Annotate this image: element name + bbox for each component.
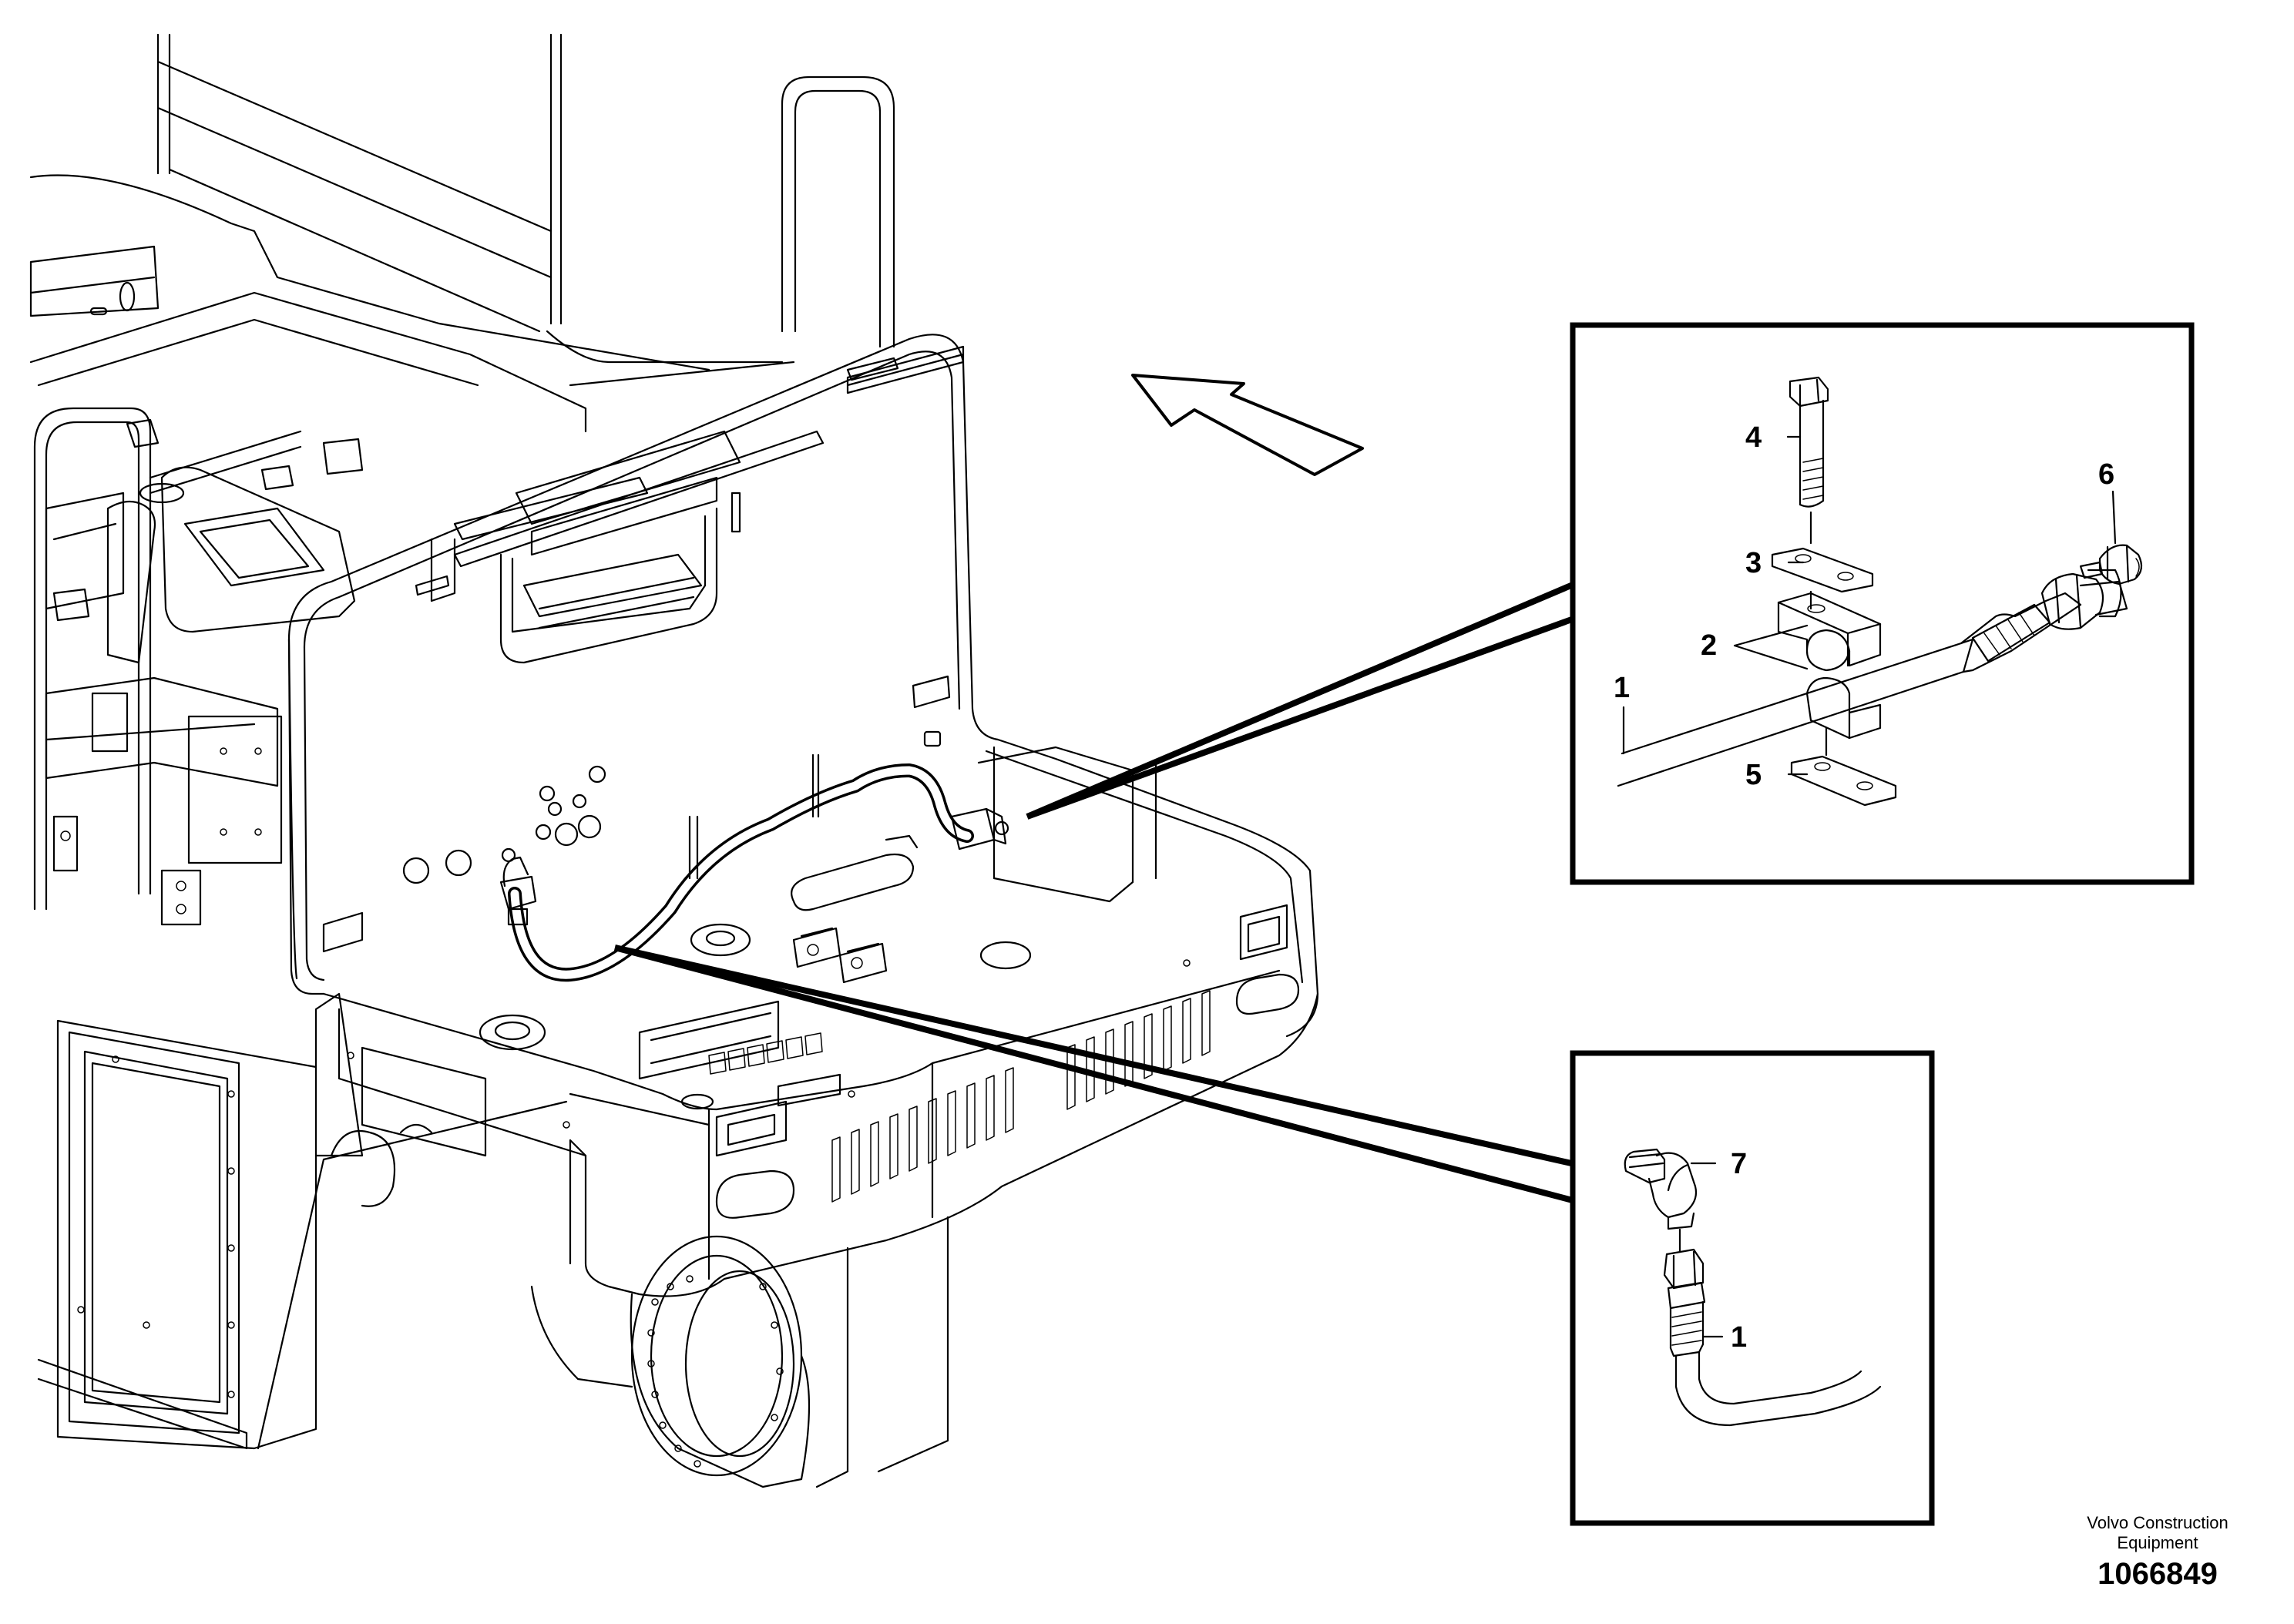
credit-line-1: Volvo Construction [2087, 1513, 2228, 1532]
machine-frame-illustration [29, 33, 965, 1450]
figure-credit: Volvo Construction Equipment 1066849 [2087, 1513, 2228, 1591]
detail-box-elbow-fitting: 7 1 [1570, 1050, 1935, 1526]
callout-label-1b: 1 [1731, 1321, 1747, 1354]
hose-installed-illustration [499, 753, 1009, 982]
figure-number: 1066849 [2098, 1557, 2218, 1591]
callout-label-4: 4 [1745, 421, 1762, 454]
callout-label-6: 6 [2098, 458, 2114, 491]
callout-label-2: 2 [1701, 629, 1717, 662]
callout-leaders [613, 579, 1580, 1205]
detail-box-clamp-assembly: 4 6 3 2 1 5 [1570, 322, 2195, 885]
credit-line-2: Equipment [2117, 1533, 2198, 1552]
callout-label-1: 1 [1614, 672, 1630, 704]
tank-panel-illustration [287, 334, 1319, 1488]
callout-label-5: 5 [1745, 759, 1762, 791]
callout-label-3: 3 [1745, 547, 1762, 579]
callout-label-7: 7 [1731, 1148, 1747, 1180]
forward-direction-arrow [1131, 374, 1364, 476]
